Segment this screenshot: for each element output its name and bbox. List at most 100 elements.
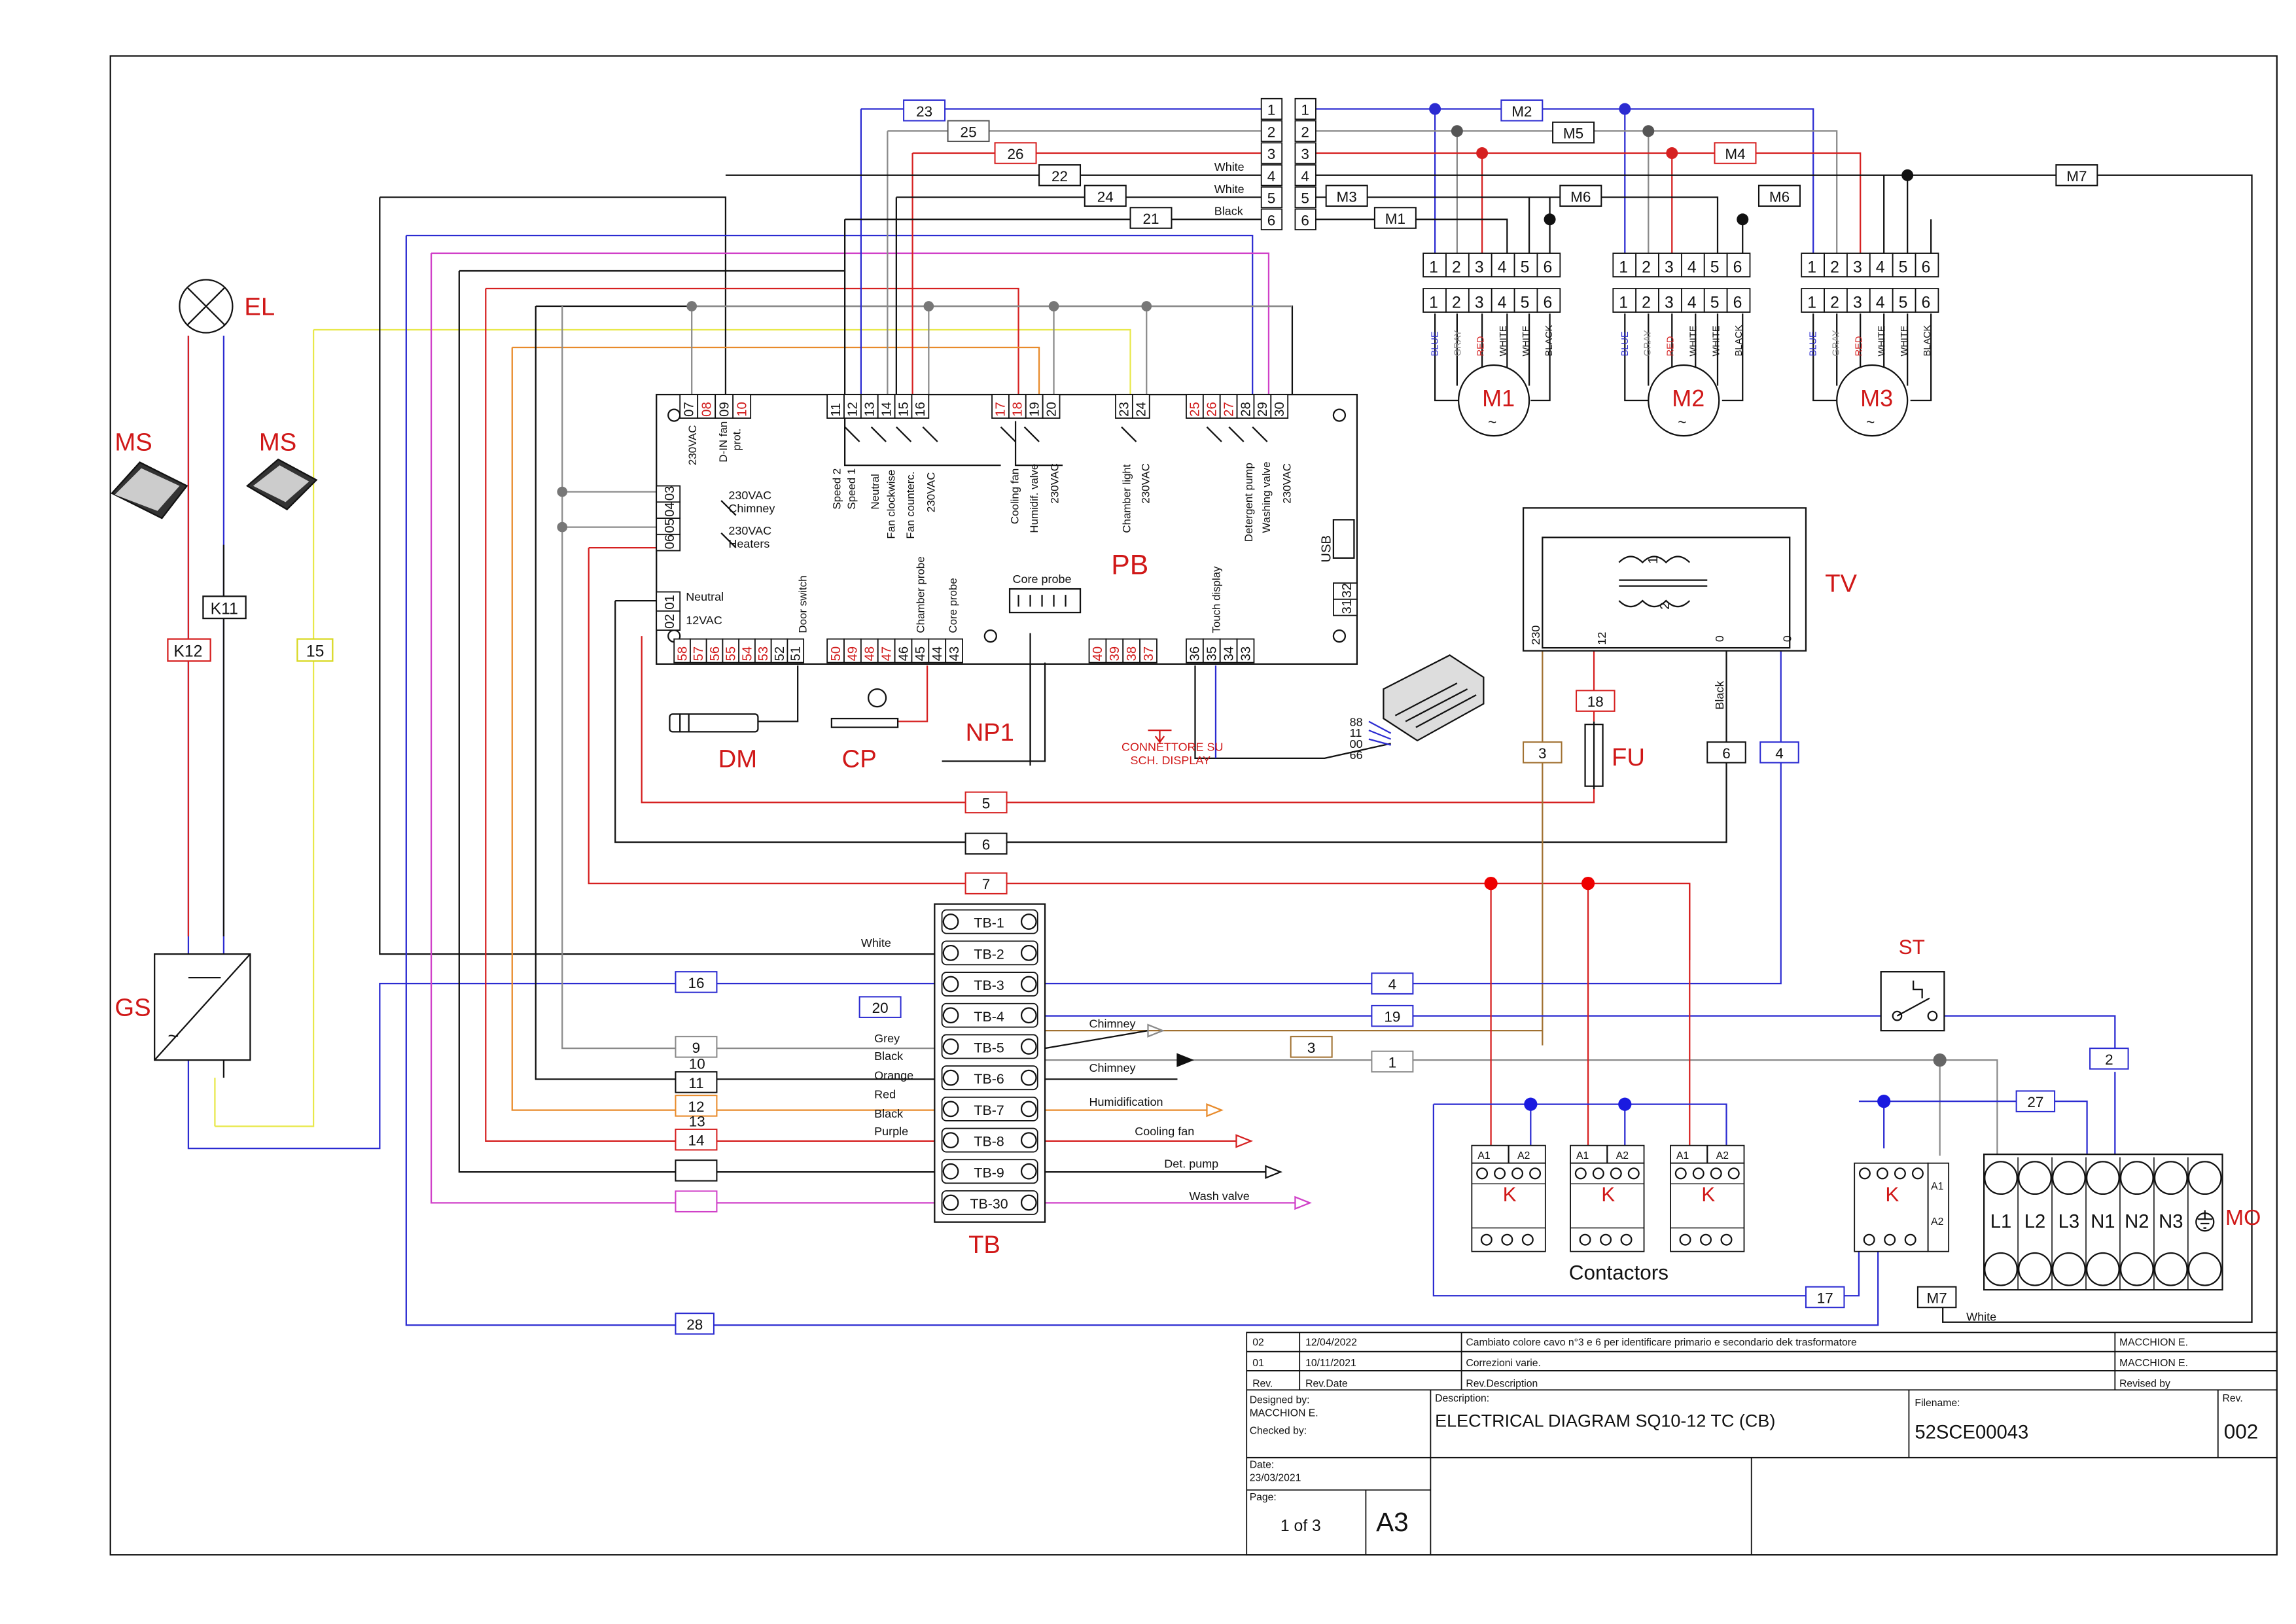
page-number: 1 of 3 — [1280, 1517, 1321, 1535]
wire-tag-box — [2015, 1090, 2056, 1112]
top-terminal-num: 6 — [1267, 212, 1276, 228]
label-gs: GS — [115, 994, 150, 1022]
power-supply-gs: ~ GS — [115, 953, 251, 1061]
pb-terminal-num: 43 — [947, 646, 962, 662]
wire-tag-box — [675, 1095, 718, 1117]
svg-text:Rev.: Rev. — [2223, 1393, 2243, 1404]
contactor-a2: A2 — [1931, 1216, 1943, 1227]
top-terminal-num: 6 — [1301, 212, 1309, 228]
wire-tag-box — [994, 142, 1037, 164]
contactor-a2: A2 — [1716, 1150, 1729, 1161]
pb-terminal-left-num: 03 — [663, 486, 677, 501]
pb-terminal-left-num: 06 — [663, 535, 677, 550]
pb-terminal-num: 33 — [1239, 646, 1253, 662]
pb-terminal-num: 36 — [1188, 646, 1203, 662]
pb-terminal-num: 39 — [1108, 646, 1122, 662]
pb-terminal-cell — [697, 394, 716, 419]
motor-pin: 3 — [1665, 258, 1674, 276]
label-m3: M3 — [1860, 385, 1893, 412]
svg-text:02: 02 — [1252, 1337, 1264, 1349]
pb-terminal-left-num: 05 — [663, 518, 677, 533]
svg-text:10/11/2021: 10/11/2021 — [1305, 1358, 1356, 1369]
top-terminal-num: 3 — [1267, 146, 1276, 162]
wire-tag-m2: M2 — [1511, 103, 1532, 120]
svg-text:Correzioni varie.: Correzioni varie. — [1466, 1358, 1541, 1369]
svg-text:D-IN fan: D-IN fan — [717, 421, 730, 463]
svg-text:Date:: Date: — [1250, 1459, 1275, 1470]
wire-tag-box — [675, 1159, 718, 1182]
label-dm: DM — [718, 745, 757, 773]
top-terminal-cell — [1260, 164, 1283, 186]
wire-tag-m6a: M6 — [1570, 188, 1591, 205]
pb-terminal-num: 57 — [692, 646, 706, 662]
motor-wire-color: GRAY — [1831, 330, 1842, 357]
label-cp: CP — [842, 745, 877, 773]
top-terminal-cell — [1294, 186, 1316, 209]
tb-row-label: TB-3 — [974, 978, 1004, 993]
pb-terminal-cell — [877, 394, 896, 419]
pb-terminal-left-num: 04 — [663, 502, 677, 517]
wire-tag-box — [1759, 741, 1799, 764]
contactor-a1: A1 — [1676, 1150, 1689, 1161]
motor-pin: 1 — [1807, 258, 1816, 276]
top-terminal-cell — [1260, 97, 1283, 120]
motor-pin: 2 — [1830, 294, 1839, 311]
svg-text:Humidif. valve: Humidif. valve — [1028, 464, 1040, 533]
wire-tag-w22: 22 — [1051, 168, 1068, 185]
contactor-3: A1 A2K — [1670, 1144, 1745, 1252]
wire-tag-box — [1290, 1036, 1333, 1058]
wire-tag-m5: M5 — [1563, 126, 1583, 142]
contactor-a1: A1 — [1477, 1150, 1490, 1161]
svg-text:Wash valve: Wash valve — [1189, 1190, 1249, 1203]
top-terminal-cell — [1294, 120, 1316, 142]
motor-pin: 5 — [1899, 258, 1908, 276]
svg-text:Speed 2: Speed 2 — [830, 468, 843, 510]
wire-tag-box — [675, 971, 718, 993]
wire-tag-box — [1371, 972, 1414, 995]
pb-terminal-cell — [1025, 394, 1044, 419]
motor-pin: 1 — [1429, 258, 1438, 276]
wire-tag-w9: 9 — [692, 1040, 701, 1056]
mo-terminal-label: L1 — [1990, 1212, 2012, 1233]
motor-wire-color: BLACK — [1734, 325, 1744, 356]
motor-wire-color: GRAY — [1643, 330, 1653, 357]
pb-terminal-num: 58 — [675, 646, 690, 662]
wire-tag-w6b: 6 — [1722, 745, 1731, 762]
motor-wire-color: WHITE — [1521, 325, 1532, 356]
svg-text:Core probe: Core probe — [1013, 573, 1072, 586]
drawing-revision: 002 — [2224, 1419, 2259, 1443]
motor-pin: 5 — [1710, 258, 1720, 276]
microswitch-ms-left: MS — [111, 429, 188, 520]
svg-text:1: 1 — [1646, 557, 1661, 564]
label-el: EL — [244, 293, 275, 321]
tb-row-label: TB-6 — [974, 1071, 1004, 1087]
pb-terminal-num: 08 — [699, 402, 714, 417]
svg-text:CONNETTORE SU: CONNETTORE SU — [1122, 741, 1224, 754]
wire-tag-w5: 5 — [982, 795, 991, 811]
motor-pin: 5 — [1521, 258, 1530, 276]
pb-terminal-cell — [1139, 638, 1157, 663]
contactor-k-label: K — [1701, 1182, 1715, 1206]
svg-text:Chimney: Chimney — [1089, 1017, 1136, 1031]
svg-text:0: 0 — [1780, 635, 1793, 642]
drawing-description: ELECTRICAL DIAGRAM SQ10-12 TC (CB) — [1435, 1411, 1775, 1430]
motor-pin: 1 — [1619, 258, 1628, 276]
motor-pin: 1 — [1807, 294, 1816, 311]
wire-tag-box — [1805, 1286, 1845, 1309]
svg-text:White: White — [861, 936, 891, 949]
motor-wire-color: RED — [1854, 336, 1864, 357]
svg-text:White: White — [1214, 183, 1245, 196]
svg-text:Heaters: Heaters — [728, 537, 769, 550]
pb-terminal-num: 45 — [913, 646, 928, 662]
label-tv: TV — [1825, 570, 1857, 598]
motor-wire-color: RED — [1666, 336, 1676, 357]
tb-outputs: Chimney Chimney Humidification Cooling f… — [1089, 1017, 1312, 1210]
door-magnet-dm: DM — [669, 713, 759, 773]
wire-tag-w28: 28 — [686, 1316, 703, 1333]
pb-terminal-right-num: 32 — [1340, 583, 1354, 598]
wire-tag-box — [1129, 207, 1173, 229]
